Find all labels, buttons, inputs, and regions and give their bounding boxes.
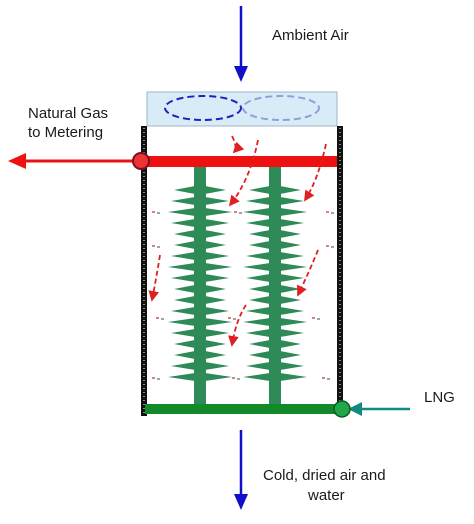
lng-header (145, 400, 410, 418)
ambient-air-label: Ambient Air (272, 27, 349, 44)
arrow-left-icon (8, 153, 26, 169)
lng-label: LNG (424, 389, 455, 406)
airflow-arrows (148, 135, 327, 347)
natural-gas-label: Natural Gas (28, 105, 109, 122)
arrow-left-icon (348, 402, 362, 416)
outlet-air-arrow (234, 430, 248, 510)
outlet-label: Cold, dried air and (263, 467, 386, 484)
outlet-label: water (308, 487, 345, 504)
ambient-air-arrow (234, 6, 248, 82)
finned-tube (243, 166, 307, 406)
natural-gas-label: to Metering (28, 124, 104, 141)
fan-icon (242, 95, 320, 121)
finned-tubes (168, 166, 307, 406)
finned-tube (168, 166, 232, 406)
vaporizer-wall-right (337, 126, 343, 416)
moisture-marks (152, 211, 334, 380)
vaporizer-wall-left (141, 126, 147, 416)
fan-icon (164, 95, 242, 121)
fan-housing (146, 91, 338, 127)
natural-gas-header (8, 152, 337, 170)
